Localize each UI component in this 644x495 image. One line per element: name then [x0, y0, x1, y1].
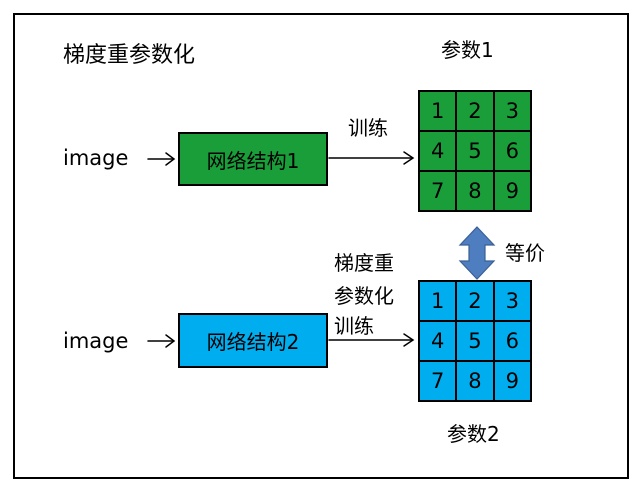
equivalence-label: 等价 [505, 241, 545, 265]
param-cell: 6 [494, 132, 530, 170]
param-cell: 2 [457, 282, 493, 320]
param-cell: 7 [420, 172, 456, 210]
param-cell: 8 [457, 172, 493, 210]
param-cell: 9 [494, 172, 530, 210]
param-cell: 4 [420, 322, 456, 360]
param-cell: 1 [420, 282, 456, 320]
arrow-icon [328, 333, 415, 347]
arrow-icon [147, 334, 176, 348]
param-cell: 3 [494, 282, 530, 320]
param-cell: 9 [494, 362, 530, 400]
param-cell: 1 [420, 92, 456, 130]
top-params-title: 参数1 [441, 38, 494, 62]
bottom-train-line-3: 训练 [334, 314, 374, 338]
double-arrow-icon [458, 226, 496, 280]
arrow-icon [328, 151, 415, 165]
top-train-label: 训练 [348, 116, 388, 140]
param-cell: 6 [494, 322, 530, 360]
bottom-train-line-2: 参数化 [334, 284, 394, 308]
top-input-label: image [63, 146, 129, 170]
top-network-box: 网络结构1 [178, 132, 328, 186]
bottom-input-label: image [63, 329, 129, 353]
param-cell: 3 [494, 92, 530, 130]
param-cell: 8 [457, 362, 493, 400]
param-cell: 4 [420, 132, 456, 170]
bottom-network-box: 网络结构2 [178, 313, 328, 368]
bottom-params-title: 参数2 [447, 422, 500, 446]
diagram-frame [13, 13, 629, 479]
diagram-title: 梯度重参数化 [63, 43, 196, 68]
param-cell: 5 [457, 322, 493, 360]
arrow-icon [147, 152, 176, 166]
param-cell: 2 [457, 92, 493, 130]
bottom-train-line-1: 梯度重 [334, 251, 394, 275]
param-cell: 7 [420, 362, 456, 400]
param-cell: 5 [457, 132, 493, 170]
